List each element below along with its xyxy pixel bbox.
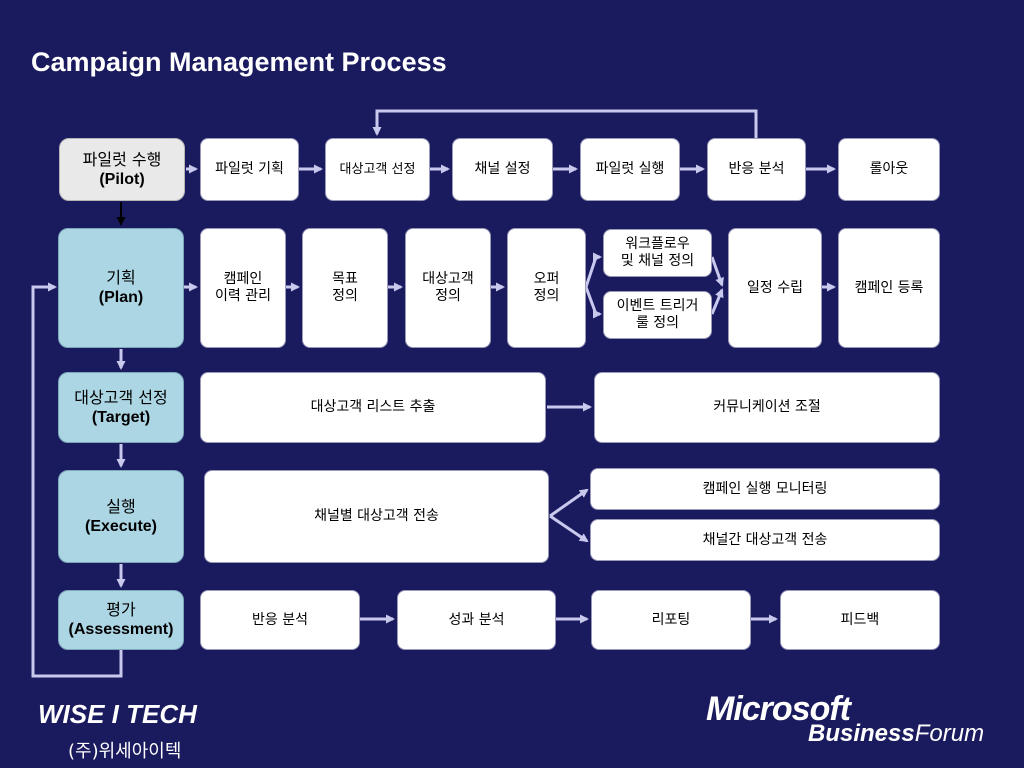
assess-step-performance-analysis: 성과 분석	[397, 590, 556, 650]
feedback-loop-arrow	[372, 109, 758, 138]
plan-step-scheduling: 일정 수립	[728, 228, 822, 348]
arrow	[584, 286, 602, 319]
page-title: Campaign Management Process	[31, 47, 447, 77]
execute-step-channel-send: 채널별 대상고객 전송	[204, 470, 549, 563]
phase-pilot: 파일럿 수행 (Pilot)	[59, 138, 185, 201]
arrow	[710, 288, 724, 315]
phase-execute-en: (Execute)	[84, 517, 158, 535]
arrow	[584, 252, 602, 288]
plan-step-offer: 오퍼 정의	[507, 228, 586, 348]
microsoft-logo: Microsoft	[706, 690, 851, 728]
pilot-step-target-selection: 대상고객 선정	[325, 138, 430, 201]
business-forum-logo-bold: Business	[808, 720, 915, 747]
arrow	[710, 256, 724, 287]
plan-step-campaign-registration: 캠페인 등록	[838, 228, 940, 348]
assess-step-reporting: 리포팅	[591, 590, 751, 650]
plan-step-target-definition: 대상고객 정의	[405, 228, 491, 348]
plan-step-campaign-history: 캠페인 이력 관리	[200, 228, 286, 348]
phase-pilot-ko: 파일럿 수행	[82, 149, 162, 169]
pilot-step-response-analysis: 반응 분석	[707, 138, 806, 201]
pilot-step-channel-setup: 채널 설정	[452, 138, 553, 201]
arrow	[549, 514, 589, 543]
phase-target-en: (Target)	[91, 408, 151, 426]
phase-execute: 실행 (Execute)	[58, 470, 184, 563]
phase-pilot-en: (Pilot)	[99, 170, 145, 188]
business-forum-logo-rest: Forum	[914, 720, 985, 747]
phase-plan: 기획 (Plan)	[58, 228, 184, 348]
pilot-step-planning: 파일럿 기획	[200, 138, 299, 201]
phase-target: 대상고객 선정 (Target)	[58, 372, 184, 443]
arrow	[549, 488, 589, 518]
phase-assessment-en: (Assessment)	[68, 621, 174, 638]
phase-assessment-ko: 평가	[106, 600, 136, 619]
phase-execute-ko: 실행	[106, 496, 136, 516]
feedback-loop-arrow	[31, 282, 123, 678]
business-forum-logo: BusinessForum	[808, 720, 984, 748]
target-step-list-extraction: 대상고객 리스트 추출	[200, 372, 546, 443]
phase-target-ko: 대상고객 선정	[74, 387, 168, 407]
wise-i-tech-korean-name: (주)위세아이텍	[68, 741, 182, 762]
assess-step-response-analysis: 반응 분석	[200, 590, 360, 650]
execute-step-cross-channel-send: 채널간 대상고객 전송	[590, 519, 940, 561]
pilot-step-rollout: 롤아웃	[838, 138, 940, 201]
target-step-communication-control: 커뮤니케이션 조절	[594, 372, 940, 443]
phase-assessment: 평가 (Assessment)	[58, 590, 184, 650]
pilot-step-execution: 파일럿 실행	[580, 138, 680, 201]
plan-step-goal: 목표 정의	[302, 228, 388, 348]
phase-plan-en: (Plan)	[98, 289, 144, 306]
wise-i-tech-logo: WISE I TECH	[38, 699, 197, 729]
execute-step-monitoring: 캠페인 실행 모니터링	[590, 468, 940, 510]
plan-step-event-trigger: 이벤트 트리거 룰 정의	[603, 291, 712, 339]
plan-step-workflow-channel: 워크플로우 및 채널 정의	[603, 229, 712, 277]
assess-step-feedback: 피드백	[780, 590, 940, 650]
phase-plan-ko: 기획	[106, 268, 136, 287]
